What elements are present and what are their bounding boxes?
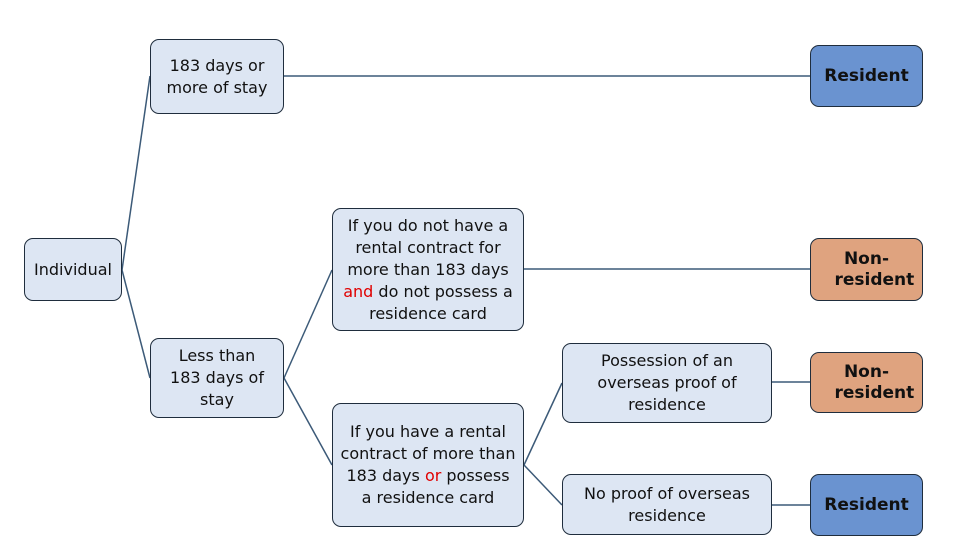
overseas-proof-node: Possession of an overseas proof of resid… bbox=[562, 343, 772, 423]
no-contract-label: If you do not have a rental contract for… bbox=[340, 215, 516, 325]
nonresident-outcome-mid: Non-resident bbox=[810, 238, 923, 301]
nonresident-low-label: Non-resident bbox=[834, 361, 915, 403]
no-contract-node: If you do not have a rental contract for… bbox=[332, 208, 524, 331]
nonresident-mid-label: Non-resident bbox=[834, 248, 915, 290]
has-contract-label: If you have a rental contract of more th… bbox=[340, 421, 516, 509]
has-contract-text-part2: possess a residence card bbox=[361, 466, 510, 507]
long-stay-label: 183 days or more of stay bbox=[166, 55, 268, 97]
resident-bottom-label: Resident bbox=[824, 494, 909, 515]
connector-has-contract-to-no-overseas-proof bbox=[523, 464, 563, 506]
no-overseas-proof-node: No proof of overseas residence bbox=[562, 474, 772, 535]
connector-individual-to-long-stay bbox=[121, 75, 151, 271]
has-contract-highlight-or: or bbox=[424, 466, 442, 485]
short-stay-label: Less than 183 days of stay bbox=[170, 346, 264, 409]
has-contract-text-part1: If you have a rental contract of more th… bbox=[340, 422, 516, 485]
long-stay-node: 183 days or more of stay bbox=[150, 39, 284, 114]
individual-node: Individual bbox=[24, 238, 122, 301]
individual-label: Individual bbox=[34, 259, 112, 279]
no-overseas-proof-label: No proof of overseas residence bbox=[583, 483, 751, 525]
connector-has-contract-to-overseas-proof bbox=[523, 382, 563, 466]
no-contract-text-part1: If you do not have a rental contract for… bbox=[347, 215, 509, 279]
overseas-proof-label: Possession of an overseas proof of resid… bbox=[597, 351, 737, 414]
resident-top-label: Resident bbox=[824, 65, 909, 86]
resident-outcome-top: Resident bbox=[810, 45, 923, 107]
has-contract-node: If you have a rental contract of more th… bbox=[332, 403, 524, 527]
no-contract-text-part2: do not possess a residence card bbox=[369, 281, 513, 323]
connector-individual-to-short-stay bbox=[121, 269, 151, 379]
no-contract-highlight-and: and bbox=[343, 281, 374, 301]
nonresident-outcome-low: Non-resident bbox=[810, 352, 923, 413]
short-stay-node: Less than 183 days of stay bbox=[150, 338, 284, 418]
resident-outcome-bottom: Resident bbox=[810, 474, 923, 536]
connector-short-stay-to-no-contract bbox=[283, 269, 333, 379]
connector-short-stay-to-has-contract bbox=[283, 377, 333, 466]
